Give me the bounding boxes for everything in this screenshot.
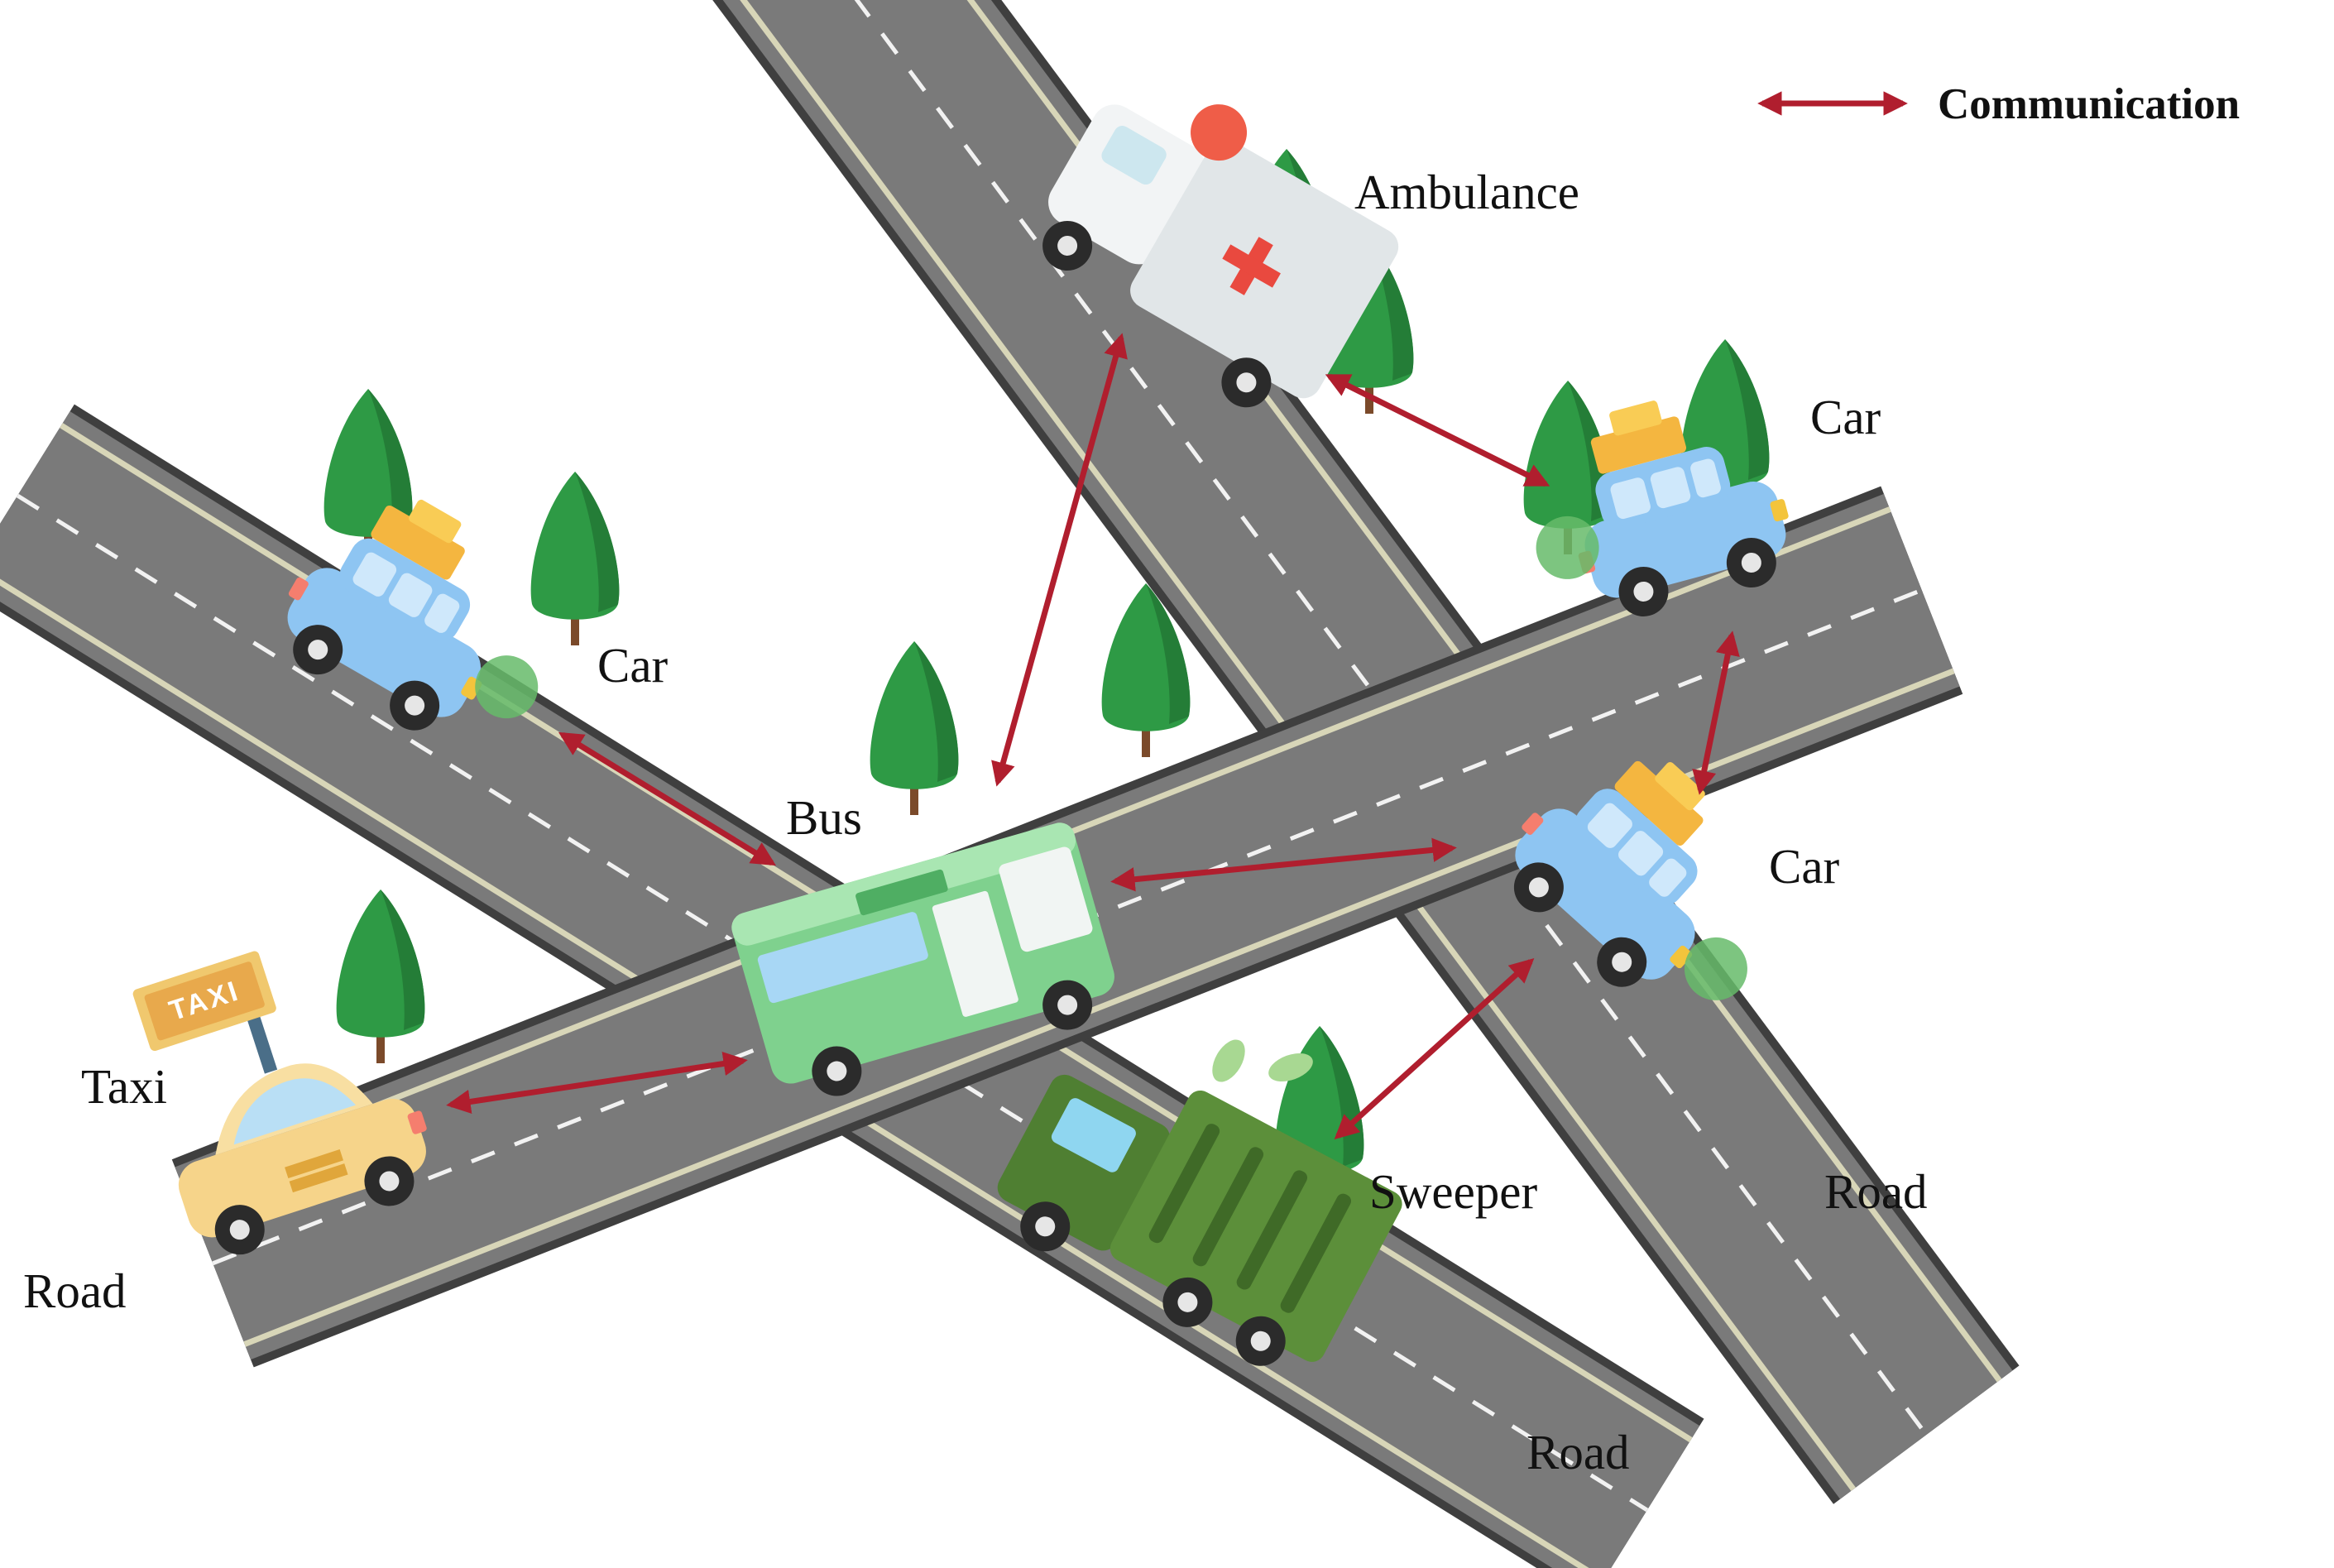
link-bus-car-center: [1110, 837, 1457, 892]
bus-vehicle: [731, 822, 1114, 1102]
label-road-right: Road: [1824, 1164, 1928, 1219]
label-car-top-right: Car: [1810, 390, 1881, 444]
label-sweeper: Sweeper: [1369, 1164, 1537, 1219]
car-center-right-vehicle: [1483, 716, 1823, 1051]
link-car-top-car-center: [1692, 631, 1740, 795]
ambulance-vehicle: [1033, 104, 1399, 417]
sweeper-leaves-icon: [1212, 1039, 1313, 1082]
label-taxi: Taxi: [81, 1059, 167, 1114]
sweeper-vehicle: [997, 1074, 1402, 1375]
car-top-right-vehicle: [1536, 374, 1804, 640]
link-bus-ambulance: [991, 333, 1128, 787]
label-ambulance: Ambulance: [1354, 165, 1579, 219]
legend-label: Communication: [1938, 80, 2240, 128]
label-road-bottom: Road: [1526, 1425, 1630, 1479]
link-taxi-bus: [446, 1051, 748, 1115]
label-bus: Bus: [786, 790, 862, 845]
communication-links: [446, 333, 1740, 1139]
taxi-vehicle: TAXI: [132, 951, 427, 1261]
car-left-vehicle: [259, 465, 594, 778]
label-road-left: Road: [23, 1264, 127, 1318]
label-car-center-right: Car: [1769, 839, 1840, 894]
link-ambulance-car-top: [1325, 373, 1550, 487]
legend: Communication: [1757, 80, 2240, 128]
label-car-left: Car: [597, 638, 669, 693]
link-car-left-bus: [558, 731, 777, 866]
link-sweeper-car-center: [1334, 958, 1535, 1139]
